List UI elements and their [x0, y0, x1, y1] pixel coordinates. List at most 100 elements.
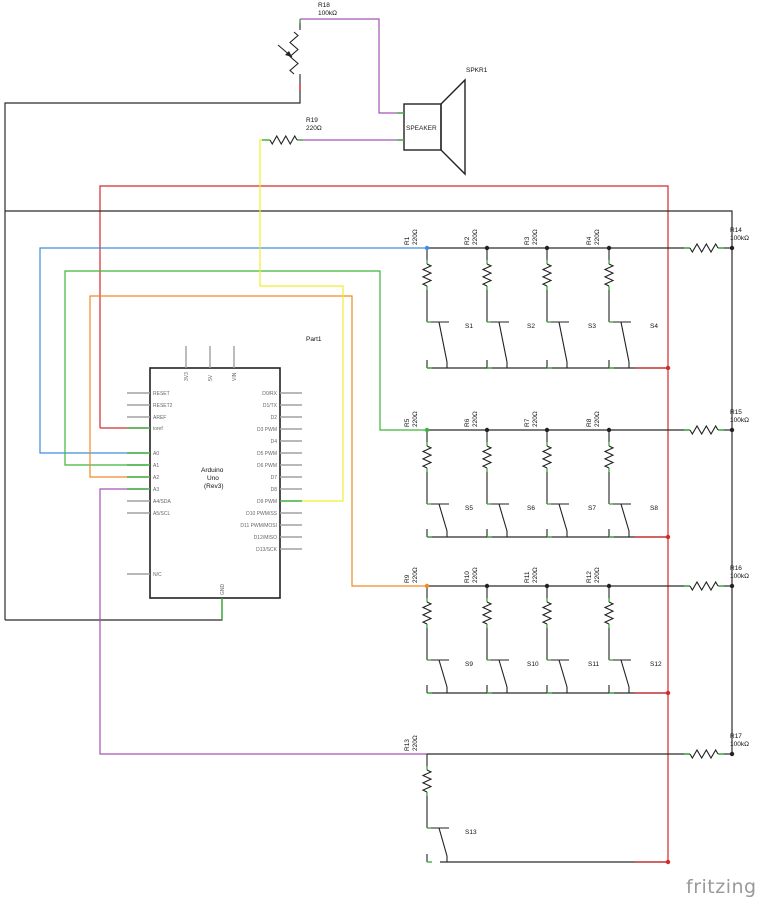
switch-lever	[438, 827, 448, 857]
junction-dot	[729, 751, 735, 757]
switch-lever	[438, 321, 448, 363]
pin-label: A3	[153, 487, 159, 493]
junction-dot	[484, 245, 490, 251]
pin-label: N/C	[153, 572, 162, 578]
wire-gnd-rail	[5, 210, 733, 754]
fritzing-watermark: fritzing	[686, 876, 757, 898]
resistor-zigzag	[689, 424, 719, 436]
switch-lever	[558, 321, 568, 363]
junction-dot	[606, 427, 612, 433]
junction-dot	[606, 583, 612, 589]
pin-label: D6 PWM	[257, 463, 277, 469]
pin-label: D9 PWM	[257, 499, 277, 505]
pin-label: D4	[271, 439, 278, 445]
resistor-name-r14: R14	[730, 227, 742, 234]
resistor-value-r13: 220Ω	[412, 735, 419, 751]
junction-dot	[729, 245, 735, 251]
wire-a2-row3	[89, 295, 427, 587]
switch-s10	[486, 642, 509, 694]
resistor-zigzag	[689, 580, 719, 592]
resistor-name-r9: R9	[404, 574, 411, 583]
resistor-zigzag	[421, 445, 433, 469]
resistor-value-r3: 220Ω	[532, 229, 539, 245]
resistor-name-r13: R13	[404, 739, 411, 751]
wire-a0-row1	[39, 247, 427, 454]
junction-dot	[729, 427, 735, 433]
switch-label-s2: S2	[527, 323, 535, 330]
switch-lever	[438, 503, 448, 532]
switch-lever	[498, 659, 508, 688]
wire-layer	[4, 18, 733, 863]
pin-label: 5V	[208, 374, 214, 381]
resistor-zigzag	[421, 263, 433, 287]
pot-wiper-arrow	[285, 51, 292, 57]
resistor-value-r10: 220Ω	[472, 567, 479, 583]
resistor-zigzag	[541, 263, 553, 287]
wire-gnd-arduino	[5, 598, 223, 621]
pin-label: A1	[153, 463, 159, 469]
pin-label: D7	[271, 475, 278, 481]
switch-label-s8: S8	[650, 505, 658, 512]
switch-label-s5: S5	[465, 505, 473, 512]
switch-lever	[620, 659, 630, 688]
pin-label: VIN	[232, 372, 238, 381]
switch-lever	[558, 503, 568, 532]
resistor-name-r12: R12	[586, 571, 593, 583]
resistor-name-r19: R19	[306, 117, 318, 124]
junction-dot	[424, 583, 430, 589]
pin-label: A0	[153, 451, 159, 457]
resistor-value-r14: 100kΩ	[730, 235, 749, 242]
arduino-model: Uno	[207, 475, 219, 482]
resistor-name-r4: R4	[586, 236, 593, 245]
resistor-value-r6: 220Ω	[472, 411, 479, 427]
junction-dot	[544, 583, 550, 589]
pin-label: A2	[153, 475, 159, 481]
junction-dot	[484, 583, 490, 589]
switch-s3	[546, 304, 569, 369]
switch-s2	[486, 304, 509, 369]
switch-s8	[608, 486, 631, 538]
wire-a3-row4	[99, 488, 427, 755]
resistor-zigzag	[421, 601, 433, 625]
switch-label-s3: S3	[588, 323, 596, 330]
switch-label-s6: S6	[527, 505, 535, 512]
switch-s9	[426, 642, 449, 694]
resistor-name-r5: R5	[404, 418, 411, 427]
speaker-cone	[440, 78, 466, 176]
switch-s5	[426, 486, 449, 538]
switch-lever	[498, 321, 508, 363]
resistor-value-r1: 220Ω	[412, 229, 419, 245]
pin-label: RESET	[153, 391, 170, 397]
junction-dot	[424, 427, 430, 433]
resistor-name-r11: R11	[524, 571, 531, 583]
resistor-name-r3: R3	[524, 236, 531, 245]
resistor-zigzag	[689, 748, 719, 760]
switch-s4	[608, 304, 631, 369]
resistor-zigzag	[481, 263, 493, 287]
switch-s11	[546, 642, 569, 694]
pin-label: GND	[220, 584, 226, 596]
resistor-value-r12: 220Ω	[594, 567, 601, 583]
pin-label: D12/MISO	[254, 535, 277, 541]
pin-label: D3 PWM	[257, 427, 277, 433]
arduino-uno	[127, 346, 302, 620]
switch-label-s13: S13	[465, 829, 477, 836]
resistor-name-r8: R8	[586, 418, 593, 427]
junction-dot	[484, 427, 490, 433]
resistor-value-r4: 220Ω	[594, 229, 601, 245]
junction-dot	[729, 583, 735, 589]
junction-dot	[424, 245, 430, 251]
pin-label: A5/SCL	[153, 511, 170, 517]
resistor-value-r11: 220Ω	[532, 567, 539, 583]
resistor-name-r10: R10	[464, 571, 471, 583]
switch-lever	[558, 659, 568, 688]
switch-label-s4: S4	[650, 323, 658, 330]
pin-label: D10 PWM/SS	[246, 511, 278, 517]
resistor-zigzag	[541, 445, 553, 469]
resistor-name-r2: R2	[464, 236, 471, 245]
pin-label: D5 PWM	[257, 451, 277, 457]
pot-value: 100kΩ	[318, 10, 337, 17]
pin-label: D13/SCK	[256, 547, 278, 553]
